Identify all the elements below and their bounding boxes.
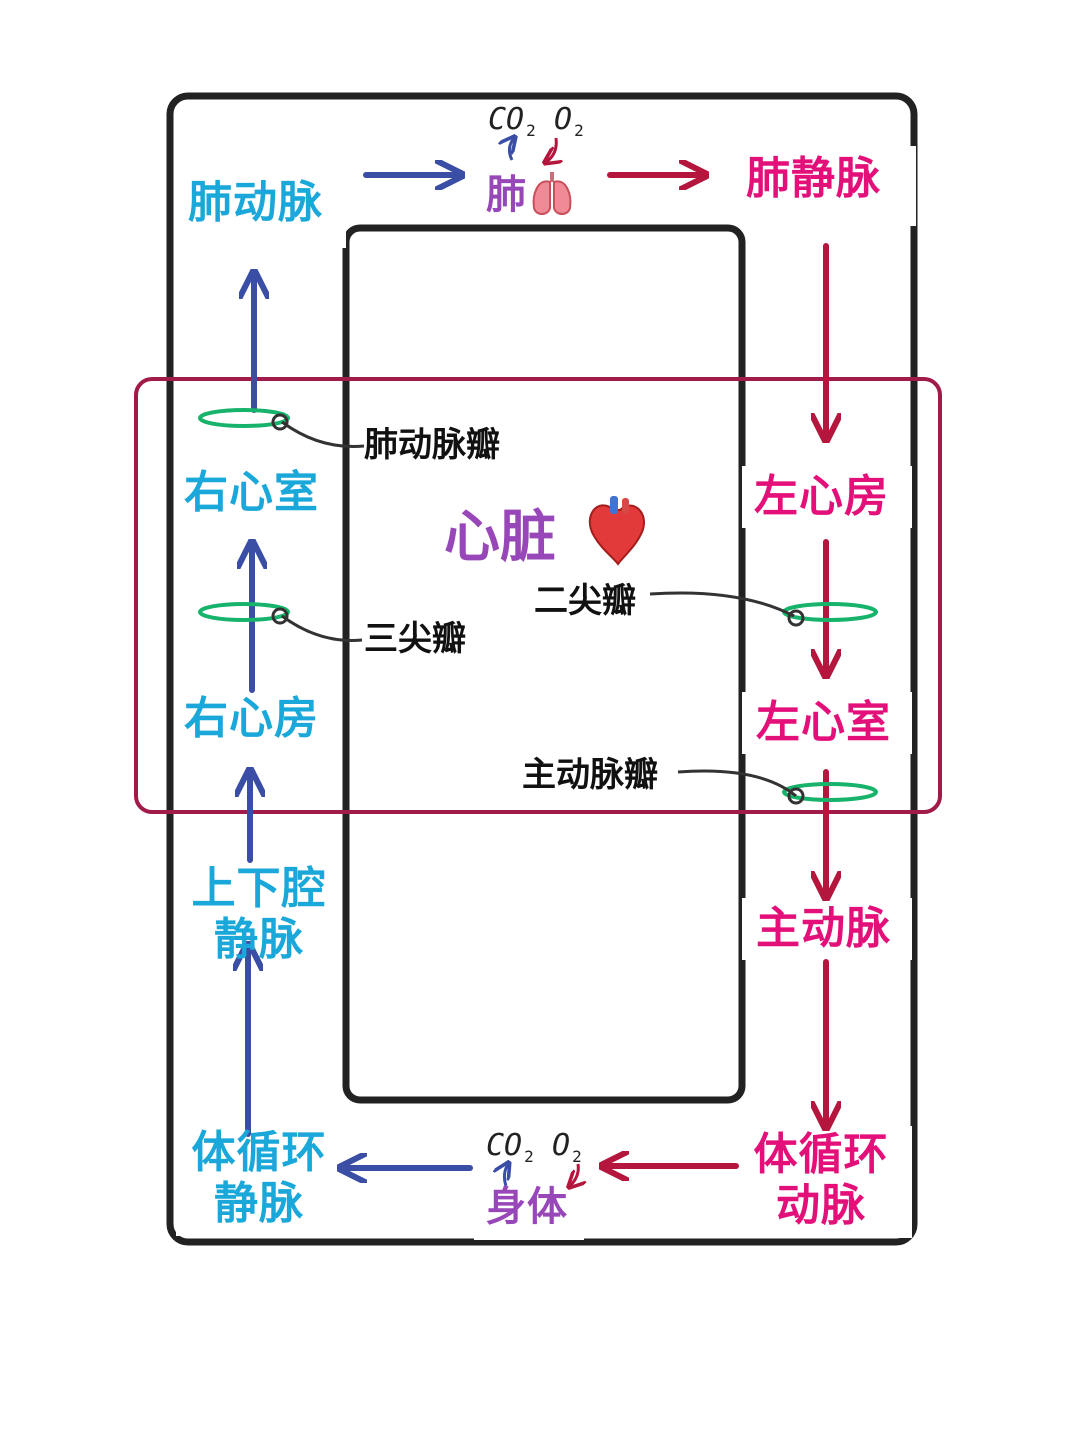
mitral-valve-pointer [649,591,795,618]
systemic-artery-label-line1: 体循环 [753,1129,889,1180]
o2-arrow-body [570,1163,578,1186]
o2-arrow-lung [546,137,556,162]
aortic-valve-pointer [677,769,797,798]
aortic-valve-ring [782,782,878,802]
anatomical-heart-icon [588,496,645,566]
co2-subscript: 2 [524,1147,534,1166]
vena-cava-label: 上下腔 静脉 [184,863,334,965]
pulmonary-artery-label: 肺动脉 [188,177,323,228]
inner-frame [342,224,746,1104]
left-atrium-label: 左心房 [754,471,889,522]
outer-frame [166,92,918,1246]
o2-subscript: 2 [572,1147,582,1166]
heart-label: 心脏 [444,505,556,570]
right-ventricle-label: 右心室 [184,467,319,518]
right-atrium-label: 右心房 [184,693,319,744]
body-label: 身体 [486,1184,568,1230]
lungs-icon [532,172,572,215]
aortic-valve-label: 主动脉瓣 [522,755,658,795]
co2-subscript: 2 [526,121,536,140]
co2-arrow-lung [509,138,514,161]
tricuspid-valve-label: 三尖瓣 [364,619,466,659]
systemic-artery-label: 体循环 动脉 [746,1129,896,1231]
systemic-vein-label: 体循环 静脉 [184,1127,334,1229]
heart-region-box [134,377,942,814]
vena-cava-label-line1: 上下腔 [191,863,327,914]
mitral-valve-label: 二尖瓣 [534,581,636,621]
systemic-artery-label-line2: 动脉 [776,1179,866,1231]
co2-text: CO [488,102,525,137]
lung-label: 肺 [486,172,527,218]
tricuspid-valve-pointer [281,614,363,642]
pulmonary-valve-label: 肺动脉瓣 [364,425,500,465]
systemic-vein-label-line1: 体循环 [191,1127,327,1178]
co2-text: CO [486,1128,523,1163]
o2-subscript: 2 [574,121,584,140]
systemic-vein-label-line2: 静脉 [214,1177,304,1229]
o2-text: O [554,102,573,137]
aorta-label: 主动脉 [756,903,891,954]
co2-arrow-body [504,1164,508,1187]
tricuspid-valve-ring [198,602,290,622]
pulmonary-vein-label: 肺静脉 [746,153,881,204]
left-ventricle-label: 左心室 [756,697,891,748]
o2-text: O [552,1128,571,1163]
pulmonary-valve-pointer [281,420,365,448]
pulmonary-valve-ring [198,408,290,428]
vena-cava-label-line2: 静脉 [214,913,304,965]
